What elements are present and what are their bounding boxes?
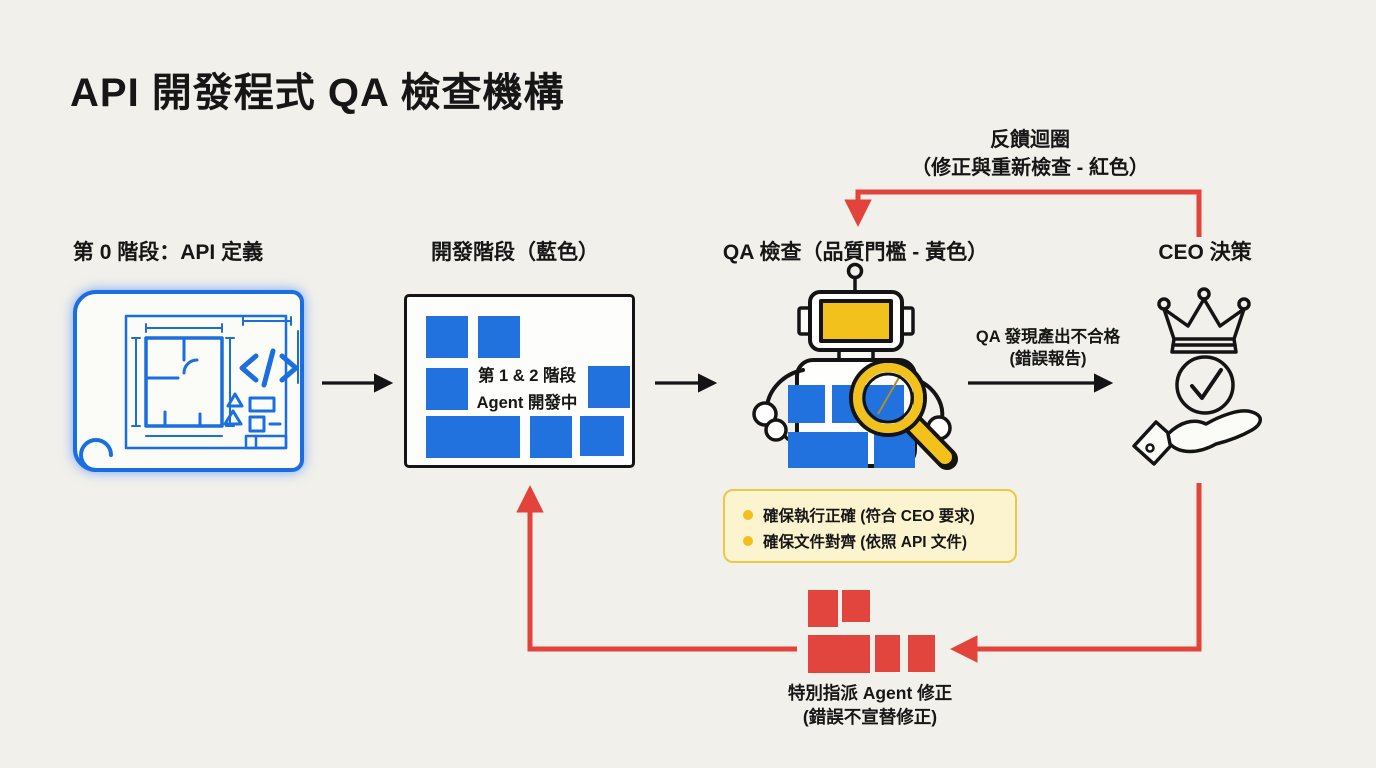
qa-notes-box: 確保執行正確 (符合 CEO 要求) 確保文件對齊 (依照 API 文件) xyxy=(723,489,1017,563)
feedback-loop-line2: （修正與重新檢查 - 紅色） xyxy=(911,157,1149,179)
blue-block xyxy=(426,368,468,410)
blue-block xyxy=(580,416,624,456)
check-circle-icon xyxy=(1175,355,1235,415)
blue-block xyxy=(588,366,630,408)
ceo-decision-icon xyxy=(1132,287,1262,466)
blue-block xyxy=(530,416,572,458)
red-feedback-arrows xyxy=(516,189,1202,663)
qa-report-line2: (錯誤報告) xyxy=(1009,350,1087,368)
red-block xyxy=(808,635,870,673)
page-title: API 開發程式 QA 檢查機構 xyxy=(70,71,565,115)
feedback-loop-line1: 反饋迴圈 xyxy=(990,129,1070,151)
qa-report-label: QA 發現產出不合格 (錯誤報告) xyxy=(958,326,1138,370)
red-block xyxy=(842,590,870,622)
bullet-icon xyxy=(743,510,753,520)
qa-note-item: 確保文件對齊 (依照 API 文件) xyxy=(743,528,1015,554)
ceo-stage-label: CEO 決策 xyxy=(1158,241,1252,264)
dev-box-line2: Agent 開發中 xyxy=(476,394,578,412)
magnifier-icon xyxy=(849,359,958,470)
fix-agent-label: 特別指派 Agent 修正 (錯誤不宣替修正) xyxy=(750,681,990,729)
feedback-loop-label: 反饋迴圈 （修正與重新檢查 - 紅色） xyxy=(880,126,1180,182)
dev-box-line1: 第 1 & 2 階段 xyxy=(477,367,577,385)
fix-agent-line2: (錯誤不宣替修正) xyxy=(802,707,938,727)
qa-note-text: 確保文件對齊 (依照 API 文件) xyxy=(763,534,968,551)
bullet-icon xyxy=(743,536,753,546)
dev-stage-box: 第 1 & 2 階段 Agent 開發中 xyxy=(404,294,635,468)
qa-note-item: 確保執行正確 (符合 CEO 要求) xyxy=(743,502,1015,528)
qa-note-text: 確保執行正確 (符合 CEO 要求) xyxy=(763,508,975,525)
blue-block xyxy=(478,316,520,358)
red-block xyxy=(808,590,838,627)
qa-report-line1: QA 發現產出不合格 xyxy=(975,328,1121,346)
dev-stage-label: 開發階段（藍色） xyxy=(431,241,599,264)
blueprint-scroll-icon xyxy=(73,290,304,472)
blue-block xyxy=(426,316,468,358)
stage0-label: 第 0 階段：API 定義 xyxy=(72,241,264,264)
qa-stage-label: QA 檢查（品質門檻 - 黃色） xyxy=(722,241,989,264)
red-block xyxy=(875,635,900,672)
dev-box-status: 第 1 & 2 階段 Agent 開發中 xyxy=(464,363,590,417)
hand-icon xyxy=(1132,409,1262,466)
crown-icon xyxy=(1157,287,1251,354)
blue-block xyxy=(426,416,520,458)
fix-agent-line1: 特別指派 Agent 修正 xyxy=(787,683,953,703)
red-block xyxy=(908,635,935,672)
robot-magnifier-icon xyxy=(752,262,958,470)
